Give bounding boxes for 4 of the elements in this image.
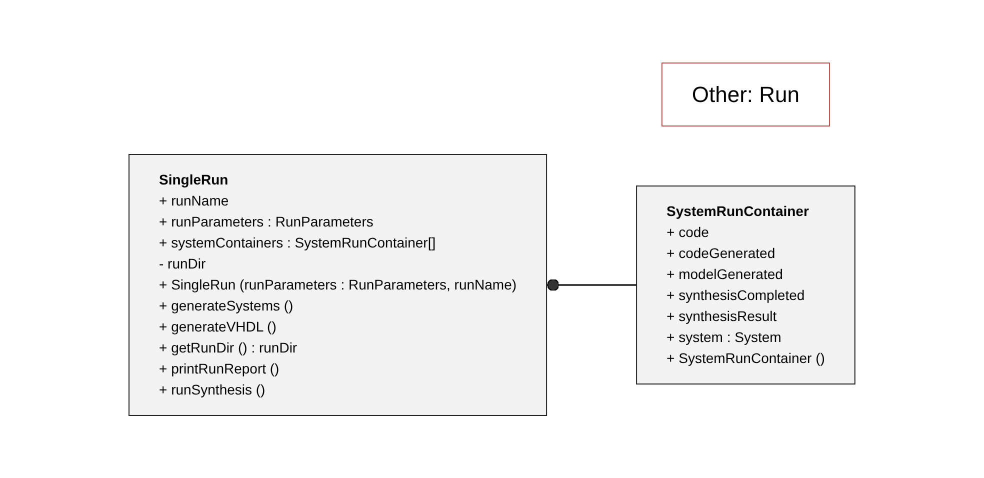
node-box: SystemRunContainer + code + codeGenerated + modelGenerated + synthesisCompleted + synthesisResult + system : System + SystemRunContainer () <box>636 185 856 384</box>
node-box: Other: Run <box>661 62 830 126</box>
connector <box>546 278 637 291</box>
node-box: SingleRun + runName + runParameters : RunParameters + systemContainers : SystemRunContainer[] - runDir + SingleRun (runParameters : RunParameters, runName) + generateSystems () + generateVHDL () + getRunDir () : runDir + printRunReport () + runSynthesis () <box>128 154 548 416</box>
